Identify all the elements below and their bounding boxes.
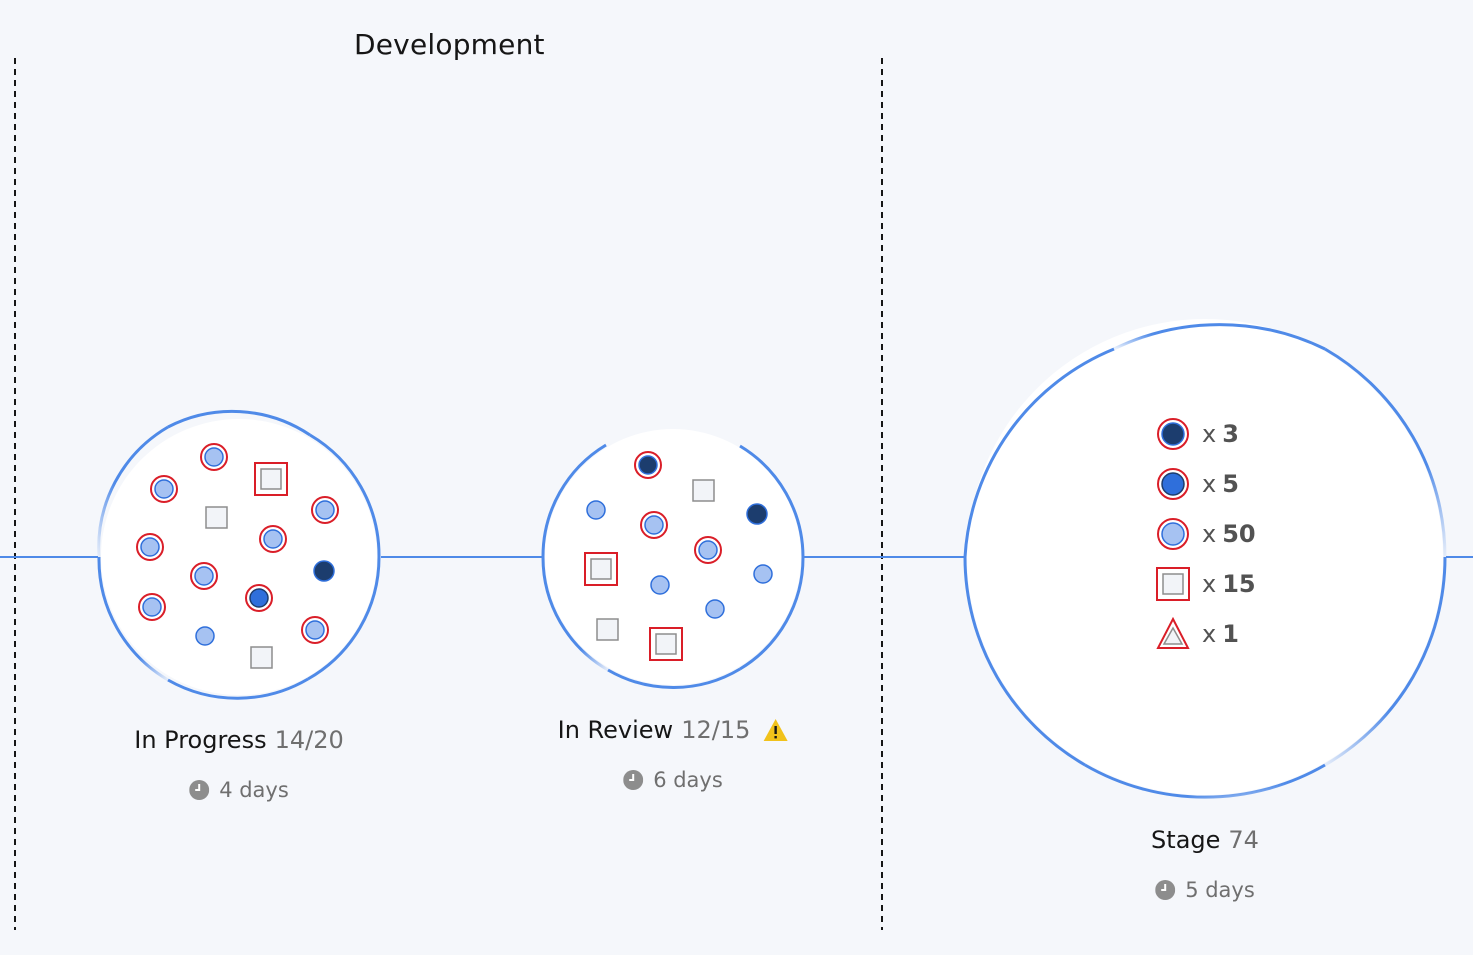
square-ringed-icon: [254, 462, 288, 496]
column-time-stage: 5 days: [1155, 878, 1255, 902]
legend-row-dark: x 3: [1156, 417, 1239, 451]
column-count: 14/20: [274, 726, 344, 754]
work-item-dots: [584, 451, 773, 661]
column-label-in-review[interactable]: In Review 12/15: [558, 716, 789, 744]
legend-row-light: x 50: [1156, 517, 1256, 551]
time-value: 4 days: [219, 778, 289, 802]
light-dot-ringed-icon: [190, 562, 218, 590]
triangle-ringed-icon: [1156, 617, 1190, 649]
square-icon: [205, 506, 228, 529]
legend-count: 3: [1222, 420, 1239, 448]
light-dot-icon: [753, 564, 773, 584]
column-time-in-progress: 4 days: [189, 778, 289, 802]
legend-prefix: x: [1202, 420, 1217, 448]
column-label-in-progress[interactable]: In Progress 14/20: [134, 726, 344, 754]
clock-icon: [1155, 880, 1176, 900]
light-dot-ringed-icon: [136, 533, 164, 561]
work-item-dots: [136, 443, 339, 669]
navy-dot-icon: [313, 560, 335, 582]
legend-row-blue: x 5: [1156, 467, 1239, 501]
legend-prefix: x: [1202, 470, 1217, 498]
column-name: In Progress: [134, 726, 267, 754]
bubble-stage[interactable]: [963, 319, 1447, 799]
light-dot-icon: [705, 599, 725, 619]
light-dot-ringed-icon: [150, 475, 178, 503]
light-dot-ringed-icon: [640, 511, 668, 539]
legend-prefix: x: [1202, 620, 1217, 648]
legend-row-triangle: x 1: [1156, 617, 1239, 651]
square-ringed-icon: [1156, 567, 1190, 601]
legend-row-square: x 15: [1156, 567, 1256, 601]
time-value: 5 days: [1185, 878, 1255, 902]
square-icon: [250, 646, 273, 669]
legend-prefix: x: [1202, 520, 1217, 548]
light-dot-ringed-icon: [259, 525, 287, 553]
dark-dot-ringed-icon: [634, 451, 662, 479]
column-label-stage[interactable]: Stage 74: [1151, 826, 1259, 854]
time-value: 6 days: [653, 768, 723, 792]
column-name: Stage: [1151, 826, 1221, 854]
light-dot-icon: [586, 500, 606, 520]
light-dot-icon: [650, 575, 670, 595]
clock-icon: [623, 770, 644, 790]
column-time-in-review: 6 days: [623, 768, 723, 792]
light-dot-icon: [195, 626, 215, 646]
navy-dot-icon: [746, 503, 768, 525]
bubble-in-progress[interactable]: [97, 409, 381, 700]
column-name: In Review: [557, 716, 674, 744]
dark-dot-ringed-icon: [1157, 418, 1189, 450]
stage-title: Development: [354, 28, 545, 61]
light-dot-ringed-icon: [138, 593, 166, 621]
square-icon: [692, 479, 715, 502]
light-dot-ringed-icon: [1157, 518, 1189, 550]
legend-count: 50: [1222, 520, 1256, 548]
legend-count: 1: [1222, 620, 1239, 648]
light-dot-ringed-icon: [200, 443, 228, 471]
legend-count: 15: [1222, 570, 1256, 598]
blue-dot-ringed-icon: [245, 584, 273, 612]
light-dot-ringed-icon: [311, 496, 339, 524]
light-dot-ringed-icon: [301, 616, 329, 644]
square-icon: [596, 618, 619, 641]
warning-icon[interactable]: [762, 718, 788, 742]
blue-dot-ringed-icon: [1157, 468, 1189, 500]
light-dot-ringed-icon: [694, 536, 722, 564]
column-count: 74: [1228, 826, 1259, 854]
square-ringed-icon: [649, 627, 683, 661]
square-ringed-icon: [584, 552, 618, 586]
legend-prefix: x: [1202, 570, 1217, 598]
column-count: 12/15: [681, 716, 751, 744]
legend-count: 5: [1222, 470, 1239, 498]
bubble-in-review[interactable]: [541, 429, 805, 689]
clock-icon: [189, 780, 210, 800]
